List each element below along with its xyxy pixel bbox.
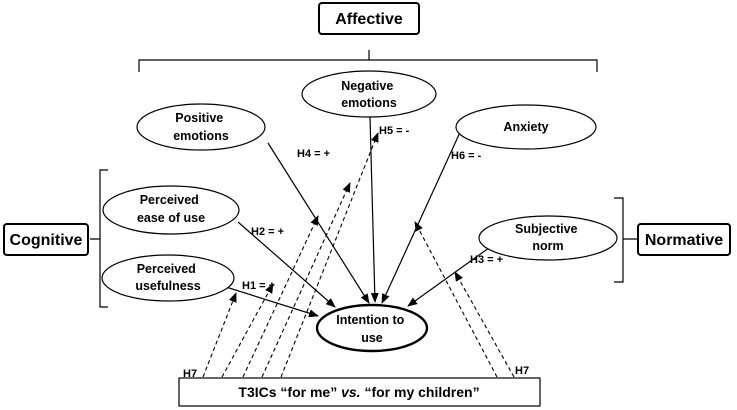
normative-label: Normative: [645, 232, 723, 249]
svg-text:Perceived usefulness: Perceived usefulness: [135, 262, 200, 293]
affective-label: Affective: [335, 11, 403, 28]
perceived-usefulness-node: Perceived usefulness: [101, 254, 235, 302]
usefulness-line2: usefulness: [135, 279, 200, 293]
h2-arrow: [237, 221, 336, 308]
h7-arrow-to-h2: [242, 215, 319, 378]
anxiety-label: Anxiety: [503, 120, 548, 134]
h6-arrow: [381, 127, 463, 304]
svg-text:Perceived ease of use: Perceived ease of use: [137, 193, 205, 225]
h7-arrow-to-h5: [280, 132, 379, 378]
perceived-ease-of-use-node: Perceived ease of use: [102, 185, 240, 235]
positive-emotions-node: Positive emotions: [136, 103, 266, 151]
h2-label: H2 = +: [251, 226, 284, 238]
h7-arrow-to-h1: [221, 283, 274, 378]
h3-arrow: [407, 244, 494, 307]
moderator-label: T3ICs “for me” vs. “for my children”: [238, 384, 479, 400]
intention-line1: Intention to: [336, 313, 404, 327]
h7-arrow-to-h3: [454, 271, 515, 378]
cognitive-label: Cognitive: [10, 232, 83, 249]
cognitive-box: Cognitive: [3, 223, 89, 256]
ease-of-use-line1: Perceived: [140, 193, 199, 207]
ease-of-use-line2: ease of use: [137, 211, 205, 225]
subjective-norm-line1: Subjective: [515, 222, 578, 236]
intention-line2: use: [361, 331, 383, 345]
h7-arrow-to-h4: [261, 182, 351, 378]
h6-label: H6 = -: [451, 150, 482, 162]
h1-label: H1 = +: [242, 280, 275, 292]
h4-label: H4 = +: [297, 148, 330, 160]
svg-text:Negative emotions: Negative emotions: [341, 79, 397, 110]
cognitive-brace: [90, 169, 108, 308]
normative-brace: [614, 197, 637, 283]
h7-left-label: H7: [183, 368, 197, 380]
intention-to-use-node: Intention to use: [315, 303, 429, 353]
affective-brace: [138, 50, 598, 72]
h3-label: H3 = +: [470, 254, 503, 266]
negative-emotions-line1: Negative: [341, 79, 393, 93]
normative-box: Normative: [637, 223, 731, 256]
h7-moderation-arrows: [202, 132, 515, 378]
affective-box: Affective: [318, 2, 420, 35]
positive-emotions-line2: emotions: [173, 129, 229, 143]
positive-emotions-line1: Positive: [175, 111, 223, 125]
moderator-box: T3ICs “for me” vs. “for my children”: [178, 377, 541, 407]
h7-arrow-to-h6: [414, 221, 498, 378]
negative-emotions-node: Negative emotions: [301, 70, 437, 118]
svg-text:Positive emotions: Positive emotions: [173, 111, 229, 143]
moderator-prefix: T3ICs “for me”: [238, 384, 341, 400]
subjective-norm-line2: norm: [532, 239, 563, 253]
h7-arrow-to-usefulness: [202, 292, 237, 378]
subjective-norm-node: Subjective norm: [478, 215, 618, 261]
svg-text:Intention to use: Intention to use: [336, 313, 408, 345]
moderator-suffix: “for my children”: [361, 384, 480, 400]
h5-arrow: [369, 116, 379, 303]
anxiety-node: Anxiety: [455, 104, 597, 150]
h4-arrow: [267, 142, 370, 304]
moderator-vs: vs.: [341, 384, 360, 400]
h7-right-label: H7: [515, 365, 529, 377]
negative-emotions-line2: emotions: [341, 96, 397, 110]
h5-label: H5 = -: [379, 125, 410, 137]
svg-text:Subjective norm: Subjective norm: [515, 222, 581, 253]
usefulness-line1: Perceived: [137, 262, 196, 276]
